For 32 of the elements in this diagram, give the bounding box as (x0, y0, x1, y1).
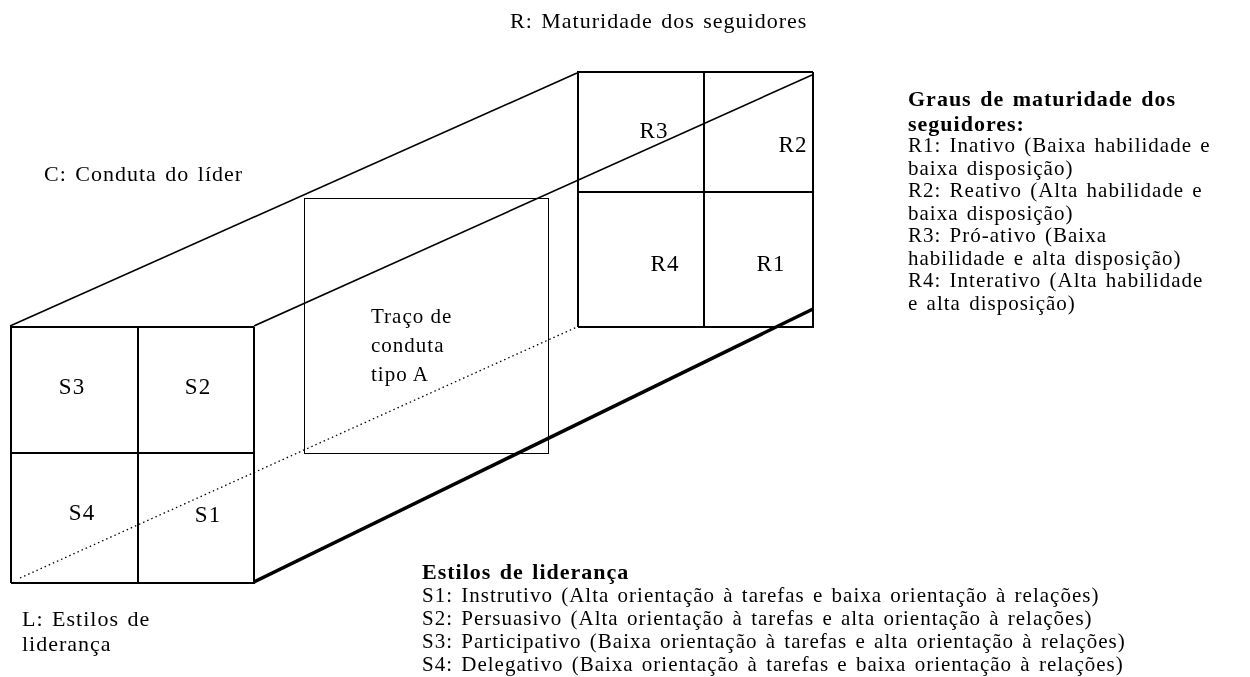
legend-heading: Estilos de liderança (422, 559, 631, 584)
axis-label: R: Maturidade dos seguidores (510, 8, 809, 33)
grid-cell (704, 72, 814, 192)
legend-entry: R3: Pró-ativo (Baixa habilidade e alta disposição) (908, 224, 1183, 269)
grid-cell (11, 453, 138, 584)
cell-label: R1 (756, 249, 786, 278)
legend-entry: R2: Reativo (Alta habilidade e baixa disposição) (908, 179, 1204, 224)
axis-label: L: Estilos de liderança (22, 606, 152, 656)
cell-label: S1 (194, 500, 222, 529)
grid-cell (138, 327, 255, 453)
legend-entry: S4: Delegativo (Baixa orientação à tarefas e baixa orientação à relações) (422, 653, 1125, 676)
grid-cell (578, 72, 704, 192)
cell-label: R3 (639, 116, 669, 145)
axis-label: C: Conduta do líder (44, 161, 245, 186)
grid-cell (704, 192, 814, 328)
plane-label: Traço de conduta tipo A (371, 303, 454, 388)
plane-rectangle (304, 198, 549, 454)
cell-label: S3 (58, 372, 86, 401)
front-face (10, 326, 254, 583)
back-face (577, 71, 813, 327)
grid-cell (11, 327, 138, 453)
legend-entry: S3: Participativo (Baixa orientação à tarefas e alta orientação à relações) (422, 630, 1127, 653)
legend-entry: R4: Interativo (Alta habilidade e alta disposição) (908, 269, 1205, 314)
cell-label: R4 (650, 249, 680, 278)
legend-heading: Graus de maturidade dos seguidores: (908, 86, 1177, 136)
cell-label: S4 (68, 498, 96, 527)
grid-cell (138, 453, 255, 584)
grid-cell (578, 192, 704, 328)
legend-entry: S1: Instrutivo (Alta orientação à tarefas e baixa orientação à relações) (422, 584, 1101, 607)
cell-label: R2 (778, 130, 808, 159)
legend-entry: S2: Persuasivo (Alta orientação à tarefas e alta orientação à relações) (422, 607, 1093, 630)
cell-label: S2 (184, 372, 212, 401)
